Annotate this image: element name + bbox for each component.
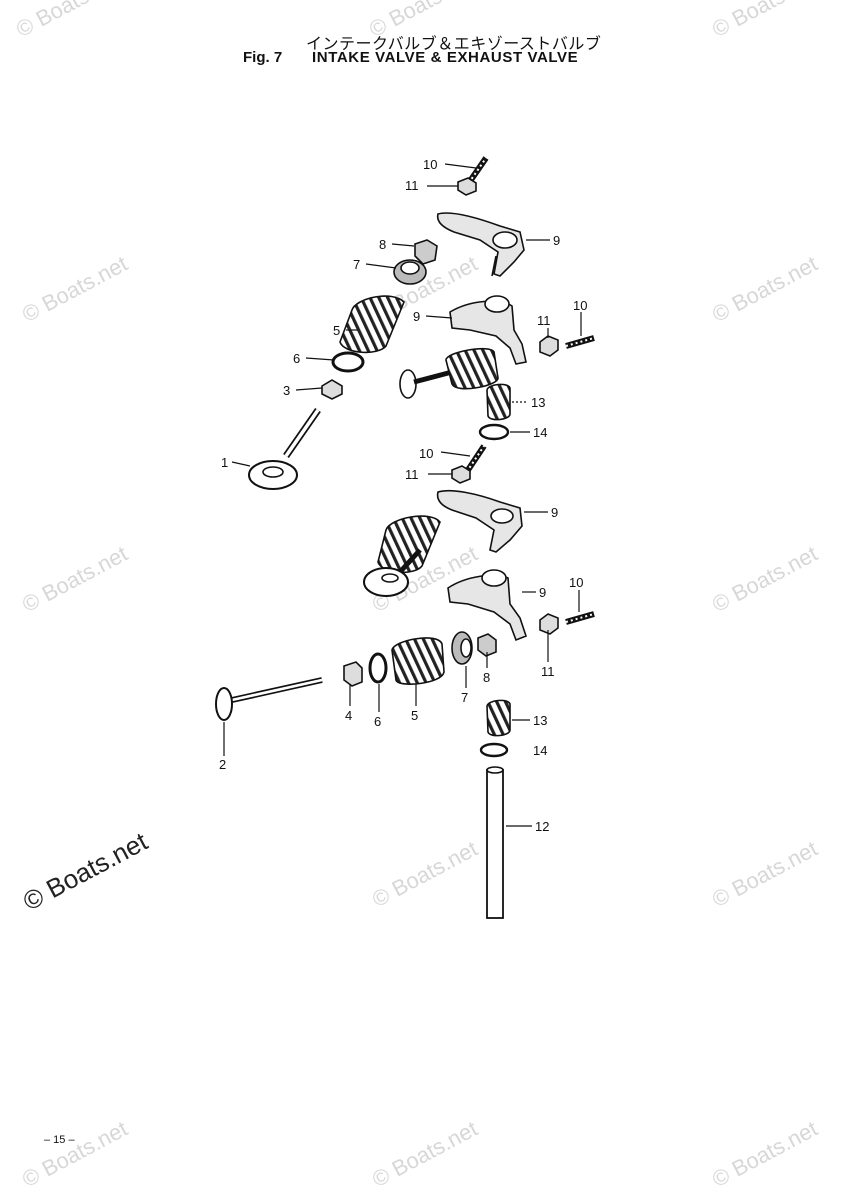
rocker-arm-upper xyxy=(436,212,525,277)
page-title: INTAKE VALVE & EXHAUST VALVE xyxy=(312,49,579,66)
callout-9: 9 xyxy=(553,233,560,248)
callout-10: 10 xyxy=(573,298,587,313)
callout-14: 14 xyxy=(533,425,547,440)
intake-valve xyxy=(248,408,321,490)
leader-lines xyxy=(223,163,582,827)
rocker-arm-middle xyxy=(449,295,527,365)
lock-nut-right-upper xyxy=(539,335,559,357)
callout-10: 10 xyxy=(569,575,583,590)
callout-9: 9 xyxy=(539,585,546,600)
valve-spring-intake xyxy=(339,295,405,354)
callout-7: 7 xyxy=(353,257,360,272)
callout-11: 11 xyxy=(405,178,419,193)
callout-3: 3 xyxy=(283,383,290,398)
callout-6: 6 xyxy=(374,714,381,729)
valve-assembly-middle xyxy=(399,347,499,399)
lock-nut-top xyxy=(457,177,477,196)
callout-11: 11 xyxy=(537,313,551,328)
callout-8: 8 xyxy=(379,237,386,252)
stem-seal-exhaust xyxy=(343,661,363,687)
callout-1: 1 xyxy=(221,455,228,470)
callout-12: 12 xyxy=(535,819,549,834)
callout-11: 11 xyxy=(405,467,419,482)
callout-7: 7 xyxy=(461,690,468,705)
stem-seal-intake xyxy=(321,379,343,400)
adjusting-screw-right-upper xyxy=(565,335,595,349)
valve-cotter-exhaust xyxy=(477,633,497,657)
callout-13: 13 xyxy=(531,395,545,410)
rocker-spring-lower xyxy=(486,699,511,737)
callout-14: 14 xyxy=(533,743,547,758)
exhaust-valve xyxy=(215,677,323,721)
rocker-spring-upper xyxy=(486,383,511,421)
lock-nut-right-lower xyxy=(539,613,559,635)
callout-9: 9 xyxy=(413,309,420,324)
lock-nut-middle xyxy=(451,465,471,484)
callout-8: 8 xyxy=(483,670,490,685)
spring-retainer-intake xyxy=(393,259,427,285)
callout-5: 5 xyxy=(411,708,418,723)
wave-washer-lower xyxy=(479,742,509,758)
valve-assembly-lower xyxy=(363,515,441,597)
wave-washer-upper xyxy=(478,423,510,441)
callout-4: 4 xyxy=(345,708,352,723)
callout-11: 11 xyxy=(541,664,555,679)
spring-seat-intake xyxy=(331,351,365,373)
push-rod xyxy=(486,766,504,919)
adjusting-screw-right-lower xyxy=(565,611,595,625)
spring-seat-exhaust xyxy=(368,652,388,684)
callout-labels: 10 11 9 8 7 9 11 10 5 6 3 13 14 1 10 11 … xyxy=(219,157,587,834)
callout-6: 6 xyxy=(293,351,300,366)
callout-10: 10 xyxy=(423,157,437,172)
rocker-arm-lower-a xyxy=(436,489,523,553)
spring-retainer-exhaust xyxy=(451,631,473,665)
page-number: – 15 – xyxy=(44,1134,75,1146)
callout-10: 10 xyxy=(419,446,433,461)
valve-spring-exhaust xyxy=(391,637,445,685)
rocker-arm-lower-b xyxy=(447,569,527,642)
callout-9: 9 xyxy=(551,505,558,520)
valve-cotter-intake xyxy=(414,239,438,265)
title-japanese: インテークバルブ＆エキゾーストバルブ xyxy=(306,34,602,53)
callout-13: 13 xyxy=(533,713,547,728)
figure-number: Fig. 7 xyxy=(243,49,283,66)
callout-5: 5 xyxy=(333,323,340,338)
callout-2: 2 xyxy=(219,757,226,772)
